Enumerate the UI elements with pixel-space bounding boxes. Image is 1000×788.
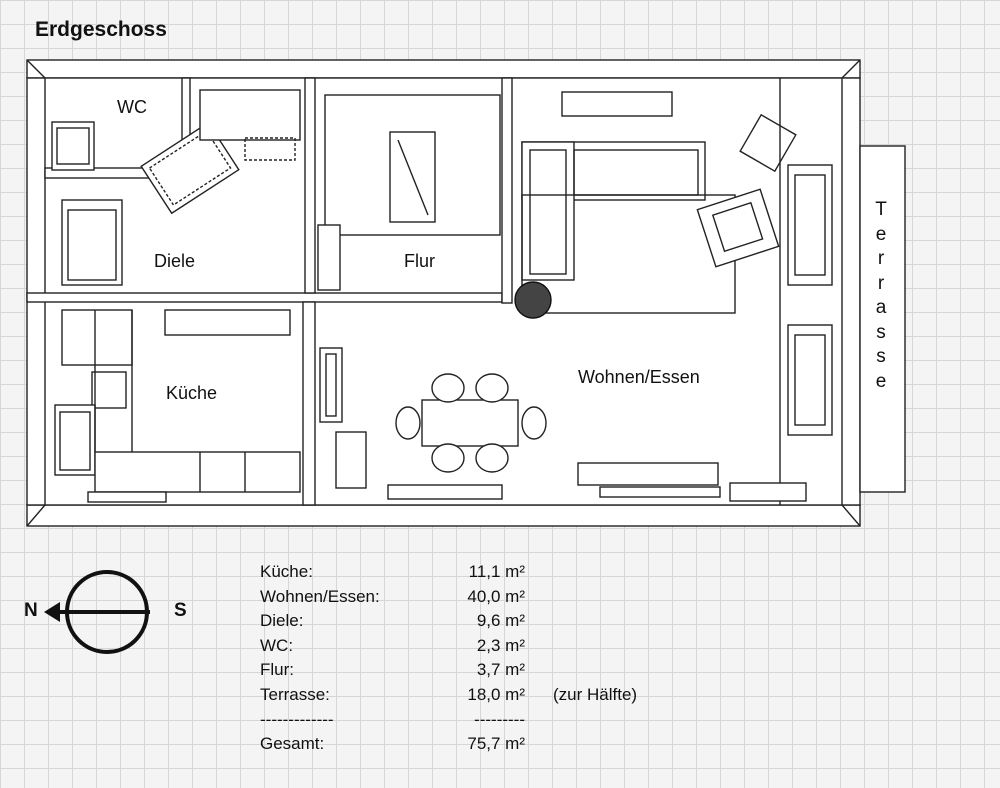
- area-name: -------------: [260, 709, 334, 729]
- area-value: 75,7 m²: [467, 734, 525, 754]
- terrace-letter: a: [875, 297, 887, 318]
- terrace-letter: T: [875, 199, 887, 220]
- compass: [56, 570, 150, 654]
- side-table: [739, 113, 797, 173]
- skylight: [561, 91, 673, 117]
- area-table: Küche: 11,1 m² Wohnen/Essen: 40,0 m² Die…: [260, 560, 637, 757]
- diele-wardrobe: [61, 199, 123, 286]
- area-note: [525, 585, 553, 610]
- terrace-letter: e: [875, 223, 887, 245]
- area-row: WC: 2,3 m²: [260, 634, 637, 659]
- area-value: 11,1 m²: [468, 562, 525, 581]
- terrace-label: T e r r a s s e: [871, 198, 891, 394]
- area-note: (zur Hälfte): [553, 684, 638, 704]
- oven: [54, 404, 96, 476]
- area-note: [525, 658, 553, 683]
- chair: [475, 443, 509, 473]
- terrace-letter: e: [875, 370, 887, 392]
- terrace-letter: s: [876, 346, 886, 367]
- terrace: [859, 145, 906, 493]
- area-name: Diele:: [260, 611, 304, 631]
- area-note: [525, 634, 553, 659]
- area-row: Wohnen/Essen: 40,0 m²: [260, 585, 637, 610]
- area-value: 2,3 m²: [476, 635, 525, 655]
- compass-north-label: N: [24, 600, 38, 621]
- chair: [521, 406, 547, 440]
- wall-kueche-wohnen: [302, 301, 316, 506]
- area-note: [525, 708, 553, 733]
- area-value: 3,7 m²: [476, 660, 525, 680]
- area-name: Wohnen/Essen:: [260, 586, 380, 606]
- room-label-wohnen: Wohnen/Essen: [578, 367, 700, 387]
- area-name: Gesamt:: [260, 734, 325, 754]
- chair: [431, 443, 465, 473]
- area-note: [525, 609, 553, 634]
- outer-wall-bottom: [26, 504, 861, 527]
- area-name: WC:: [260, 635, 294, 655]
- room-label-flur: Flur: [404, 251, 435, 271]
- room-label-diele: Diele: [154, 251, 196, 271]
- area-value: 18,0 m²: [467, 684, 525, 704]
- outer-wall-top: [26, 59, 861, 79]
- area-note: [525, 560, 553, 585]
- wall-cabinet: [319, 347, 343, 423]
- chair: [395, 406, 421, 440]
- area-name: Küche:: [260, 562, 313, 581]
- dining-table: [421, 399, 519, 447]
- area-row-total: Gesamt: 75,7 m²: [260, 732, 637, 757]
- area-row: Terrasse: 18,0 m² (zur Hälfte): [260, 683, 637, 708]
- armchair: [696, 188, 780, 268]
- room-label-kueche: Küche: [166, 383, 218, 403]
- area-name: Terrasse:: [260, 684, 330, 704]
- compass-south-label: S: [174, 600, 187, 621]
- plant: [514, 281, 552, 319]
- terrace-letter: r: [877, 272, 885, 294]
- diele-cabinet: [140, 121, 240, 215]
- terrace-letter: r: [877, 248, 885, 269]
- area-value: ---------: [474, 709, 525, 729]
- area-value: 9,6 m²: [476, 611, 525, 631]
- kitchen-unit-left: [61, 309, 133, 366]
- chair: [475, 373, 509, 403]
- area-row-separator: ------------- ---------: [260, 708, 637, 733]
- area-value: 40,0 m²: [467, 586, 525, 606]
- wall-diele-flur: [304, 77, 316, 294]
- area-row: Küche: 11,1 m²: [260, 560, 637, 585]
- sideboard: [577, 462, 719, 486]
- compass-north-arrow: [44, 602, 60, 622]
- wall-horizontal: [26, 292, 503, 303]
- room-label-wc: WC: [117, 97, 147, 117]
- kitchen-counter-bottom: [94, 451, 301, 493]
- area-row: Flur: 3,7 m²: [260, 658, 637, 683]
- area-note: [525, 732, 553, 757]
- wall-flur-wohnen: [501, 77, 513, 304]
- floor-title: Erdgeschoss: [35, 18, 167, 41]
- wc-toilet: [51, 121, 95, 171]
- kitchen-counter-top: [164, 309, 291, 336]
- terrace-letter: s: [876, 321, 886, 343]
- area-name: Flur:: [260, 660, 294, 680]
- area-row: Diele: 9,6 m²: [260, 609, 637, 634]
- chair: [431, 373, 465, 403]
